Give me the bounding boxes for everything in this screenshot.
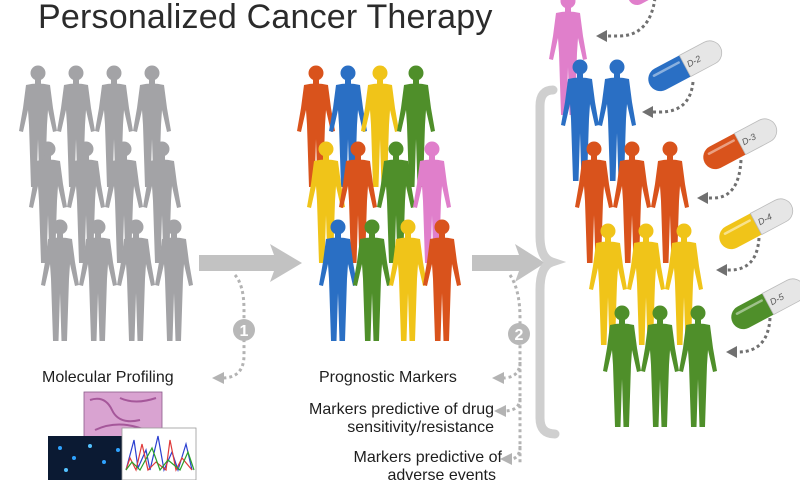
- connector-arrowhead-prognostic: [492, 372, 504, 384]
- person-mixed-2-1: [353, 219, 391, 341]
- pill-capsule-3: D-3: [703, 118, 778, 170]
- person-group-green-0: [603, 305, 641, 427]
- pill-arrowhead-4: [716, 264, 727, 276]
- bracket: [535, 85, 567, 439]
- connector-adverse: [509, 445, 522, 461]
- connector-prognostic: [501, 361, 522, 380]
- label-sensitivity-line-1: Markers predictive of drug: [309, 401, 494, 418]
- pill-connector-2: [650, 81, 695, 114]
- connector-step-2: [508, 274, 522, 465]
- step-1-label: 1: [240, 323, 249, 340]
- pill-connector-1: [604, 0, 657, 38]
- microarray-image: [48, 436, 130, 480]
- pill-capsule-4: D-4: [719, 198, 794, 250]
- profiling-images: [48, 391, 197, 481]
- connector-arrowhead-1: [212, 372, 224, 384]
- arrow-1: [199, 244, 302, 282]
- sequencing-image: [121, 427, 197, 481]
- pill-arrowhead-1: [596, 30, 607, 42]
- pill-connector-3: [705, 159, 743, 200]
- pill-connector-5: [734, 317, 772, 354]
- pill-capsule-2: D-2: [648, 40, 723, 92]
- label-adverse-line-2: adverse events: [387, 467, 496, 484]
- connector-arrowhead-adverse: [500, 453, 512, 465]
- page-title: Personalized Cancer Therapy: [38, 0, 493, 36]
- step-2-circle: [508, 323, 530, 345]
- pill-capsule-5: D-5: [731, 278, 800, 330]
- label-prognostic-markers: Prognostic Markers: [319, 369, 457, 386]
- arrow-2: [472, 244, 545, 282]
- connector-sensitivity: [503, 397, 522, 413]
- pill-connector-4: [724, 237, 761, 272]
- step-2-label: 2: [515, 327, 524, 344]
- step-1-circle: [233, 319, 255, 341]
- people-layer: [19, 0, 717, 427]
- person-group-green-1: [641, 305, 679, 427]
- label-adverse-line-1: Markers predictive of: [353, 449, 503, 466]
- label-sensitivity-line-2: sensitivity/resistance: [347, 419, 494, 436]
- pill-arrowhead-3: [697, 192, 708, 204]
- connector-arrowhead-sensitivity: [494, 405, 506, 417]
- label-molecular-profiling: Molecular Profiling: [42, 369, 174, 386]
- pill-arrowhead-5: [726, 346, 737, 358]
- person-group-green-2: [679, 305, 717, 427]
- pill-arrowhead-2: [642, 106, 653, 118]
